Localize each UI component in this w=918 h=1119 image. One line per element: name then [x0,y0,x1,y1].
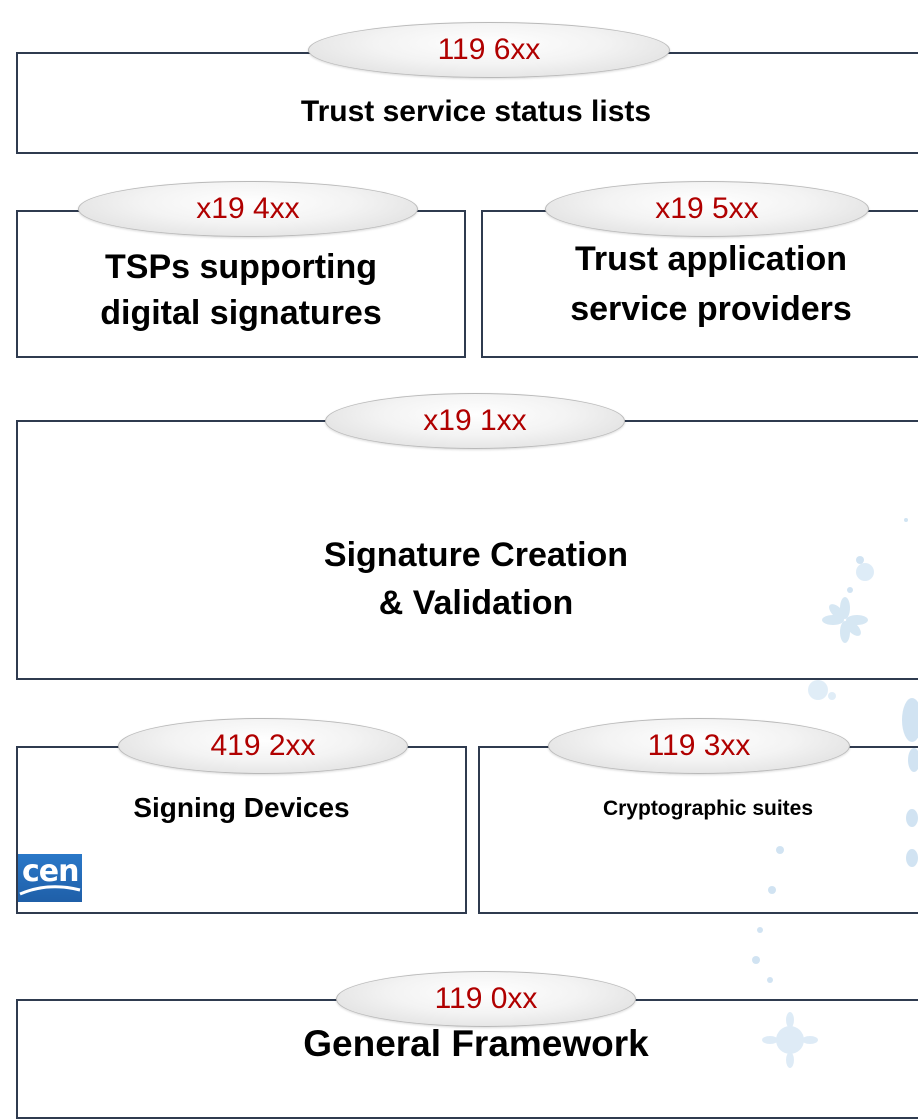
signature-creation-validation-box: Signature Creation & Validation [16,420,918,680]
box-title: Trust service status lists [300,95,652,128]
tsps-supporting-digital-signatures-box: TSPs supporting digital signatures [16,210,466,358]
box-title: General Framework [303,1023,649,1064]
box-title-line2: & Validation [378,584,574,622]
box-title-line2: digital signatures [100,294,382,332]
box-title-line2: service providers [570,290,852,328]
box-title-line1: Signature Creation [323,536,629,574]
code-badge: x19 1xx [325,393,625,449]
code-badge: 119 0xx [336,971,636,1027]
box-title: Cryptographic suites [602,797,814,820]
box-title: Signing Devices [133,792,350,823]
code-badge: 119 3xx [548,718,850,774]
cen-logo-text: cen [22,854,79,889]
code-badge: x19 5xx [545,181,869,237]
code-badge: x19 4xx [78,181,418,237]
code-badge: 419 2xx [118,718,408,774]
box-title-line1: Trust application [574,240,848,278]
box-title-line1: TSPs supporting [105,248,377,286]
cen-logo: cen [18,854,82,902]
trust-application-service-providers-box: Trust application service providers [481,210,918,358]
code-badge: 119 6xx [308,22,670,78]
cen-logo-swoosh [19,885,81,896]
